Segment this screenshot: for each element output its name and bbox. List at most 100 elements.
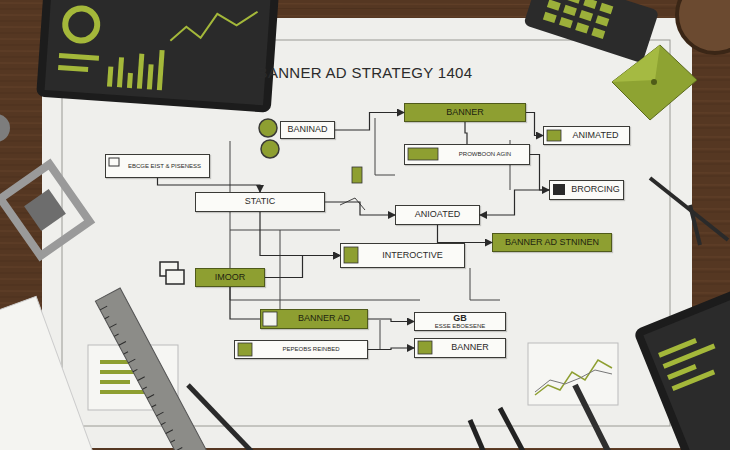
flow-arrow xyxy=(230,287,260,319)
clamp-tool xyxy=(0,164,89,256)
process-box: BANINAD xyxy=(280,121,335,139)
flow-arrow xyxy=(158,178,261,192)
chart-bar xyxy=(107,66,113,86)
monitor-icon xyxy=(160,262,178,276)
tablet-screen xyxy=(643,289,730,450)
box-icon xyxy=(263,312,277,326)
tablet xyxy=(36,0,279,113)
wire-line xyxy=(380,320,381,350)
clamp-screw xyxy=(24,189,66,231)
pencil xyxy=(575,385,610,450)
process-box: PROWBOON AGIN xyxy=(404,144,530,165)
node-text: BANNER xyxy=(446,108,484,117)
process-box: IMOOR xyxy=(195,268,265,287)
box-icon xyxy=(238,343,252,356)
chart-line xyxy=(535,360,612,395)
node-text: BANNER xyxy=(451,343,489,352)
paper-roll xyxy=(0,296,105,450)
chart-frame xyxy=(528,343,618,405)
plug-icon xyxy=(352,167,362,183)
flow-arrow xyxy=(265,256,340,278)
chart-bar xyxy=(59,53,99,61)
chart-line xyxy=(170,6,257,47)
flow-arrow xyxy=(368,319,414,322)
node-text: BANINAD xyxy=(287,125,327,134)
node-text: ANIOATED xyxy=(415,210,460,219)
chart-bar xyxy=(672,370,716,391)
chart-bar xyxy=(667,364,697,380)
pencil xyxy=(470,420,485,450)
box-icon xyxy=(553,184,565,195)
flow-arrow xyxy=(480,190,549,215)
tablet xyxy=(633,278,730,450)
process-box: EBCGE EIST & PISENESS xyxy=(105,154,210,178)
mug xyxy=(677,0,730,53)
box-icon xyxy=(109,158,119,166)
node-text: PEPEOBS REINBED xyxy=(282,346,339,352)
node-text: ESSE EBOESENE xyxy=(435,323,486,329)
process-box: BANNER xyxy=(404,103,526,122)
wire-line xyxy=(375,118,395,175)
donut-chart xyxy=(64,7,98,41)
tablet-body xyxy=(36,0,279,113)
node-text: INTEROCTIVE xyxy=(382,251,443,260)
tablet-screen xyxy=(45,0,271,105)
box-icon xyxy=(408,148,438,160)
flow-arrow xyxy=(438,225,493,243)
monitor-icon xyxy=(166,270,184,284)
node-text: ANIMATED xyxy=(573,131,619,140)
chart-bar xyxy=(137,54,144,89)
chart-bar xyxy=(117,57,124,87)
compass-tool xyxy=(650,178,728,245)
flow-arrow xyxy=(526,113,543,136)
process-box: INTEROCTIVE xyxy=(340,243,465,268)
process-box: STATIC xyxy=(195,192,325,212)
chart-bar xyxy=(58,65,88,72)
pencil xyxy=(500,408,525,450)
line-chart-sketch xyxy=(528,343,618,405)
chart-bar xyxy=(127,73,133,88)
calculator-body xyxy=(523,0,659,63)
wire-line xyxy=(340,198,365,210)
flow-arrow xyxy=(335,113,404,131)
roll-body xyxy=(0,296,105,450)
circle-icon xyxy=(261,140,279,158)
process-box: BANNER xyxy=(414,338,506,358)
box-icon xyxy=(344,247,358,263)
tablet-body xyxy=(633,278,730,450)
chart-bar xyxy=(100,380,130,384)
metal-part xyxy=(0,114,10,142)
ruler xyxy=(95,288,214,450)
chart-bar xyxy=(100,390,148,394)
clamp-frame xyxy=(0,164,89,256)
flow-arrow xyxy=(260,212,340,256)
flow-arrow xyxy=(368,348,414,350)
process-box: BANNER AD STNINEN xyxy=(492,233,612,252)
process-box: PEPEOBS REINBED xyxy=(234,340,368,359)
circle-icon xyxy=(259,119,277,137)
compass-leg xyxy=(690,205,700,245)
flow-arrow xyxy=(465,122,467,144)
diagram-title: BANNER AD STRATEGY 1404 xyxy=(165,64,565,81)
node-text: IMOOR xyxy=(215,273,246,282)
process-box: BRORCING xyxy=(549,180,624,200)
flow-arrow xyxy=(530,155,549,191)
box-icon xyxy=(547,130,561,141)
wire-line xyxy=(280,230,281,310)
process-box: ANIMATED xyxy=(543,126,630,145)
flow-arrow xyxy=(325,202,395,215)
chart-bar xyxy=(663,344,716,369)
process-box: BANNER AD xyxy=(260,309,368,329)
box-icon xyxy=(418,341,432,354)
calculator xyxy=(523,0,659,63)
node-text: STATIC xyxy=(245,197,276,206)
green-paperweight xyxy=(612,45,697,120)
ruler-ticks xyxy=(100,306,182,450)
chart-bar xyxy=(147,64,154,89)
node-text: GB xyxy=(453,314,467,323)
ruler-body xyxy=(95,288,214,450)
